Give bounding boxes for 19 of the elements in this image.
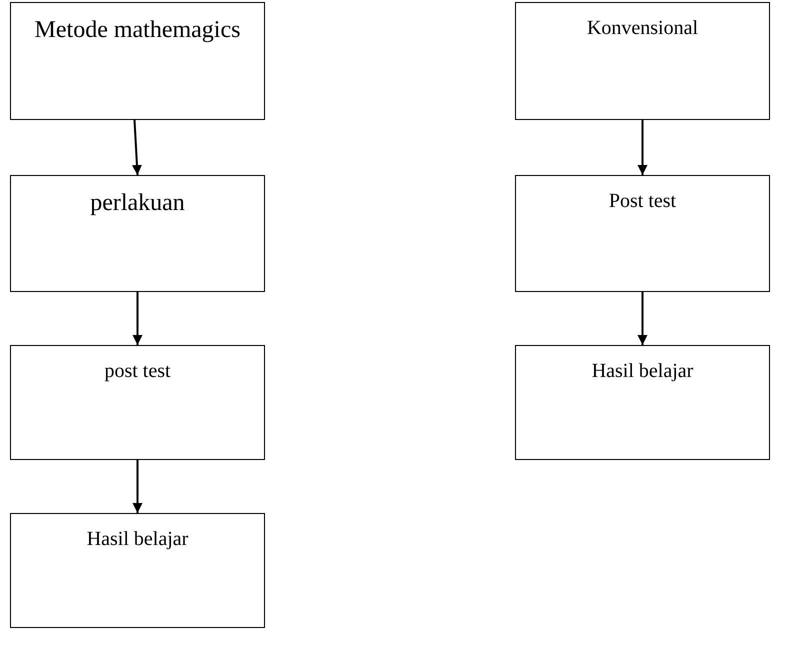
box-label: perlakuan: [89, 189, 186, 218]
process-box: [10, 175, 265, 292]
process-box: [10, 2, 265, 120]
process-box: [515, 175, 770, 292]
box-label: Post test: [608, 189, 678, 214]
process-box: [10, 513, 265, 628]
box-label: Hasil belajar: [86, 527, 190, 552]
arrow: [638, 120, 648, 175]
process-box: [515, 2, 770, 120]
box-label: post test: [103, 359, 172, 384]
process-box: [10, 345, 265, 460]
arrow: [132, 120, 142, 176]
box-label: Konvensional: [586, 16, 700, 41]
arrow: [132, 460, 142, 513]
box-label: Hasil belajar: [590, 359, 694, 384]
process-box: [515, 345, 770, 460]
box-label: Metode mathemagics: [34, 16, 242, 45]
arrow: [132, 292, 142, 345]
arrow: [638, 292, 648, 345]
